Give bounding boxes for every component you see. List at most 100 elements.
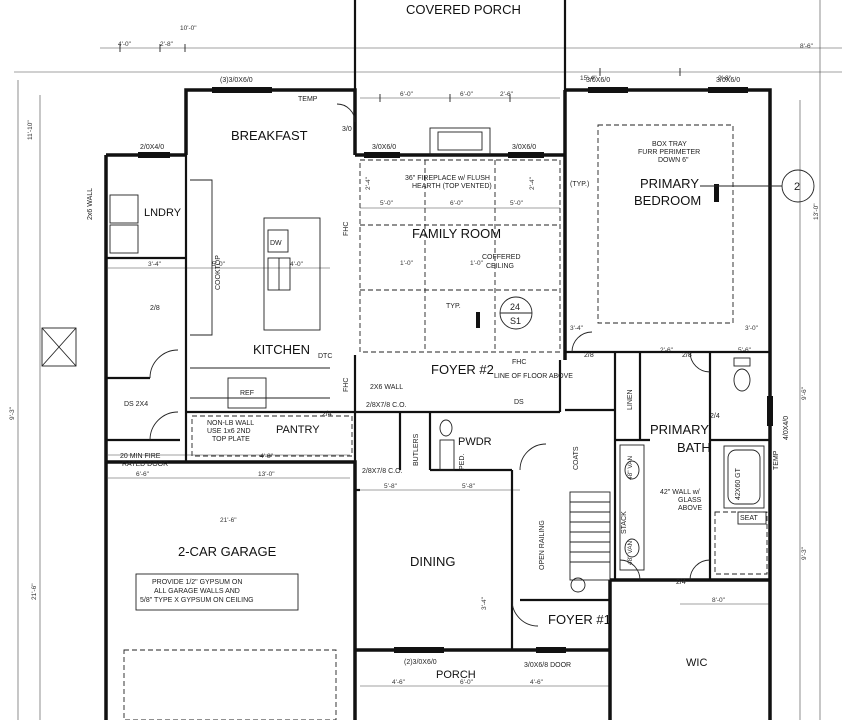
dim-label: 5'-8" [384, 483, 398, 490]
dim-label: 4'-0" [118, 41, 132, 48]
note-garage-2: ALL GARAGE WALLS AND [154, 588, 240, 595]
note-tub: 42X60 GT [735, 467, 742, 500]
note-door-2-4c: 2/4 [710, 413, 720, 420]
dim-label: 2'-8" [718, 75, 732, 82]
note-section-num: 24 [510, 302, 520, 312]
dim-label: 5'-8" [462, 483, 476, 490]
note-typ-2: (TYP.) [570, 181, 589, 188]
note-box-tray-2: FURR PERIMETER [638, 149, 700, 156]
dim-label: 11'-10" [27, 120, 34, 140]
interior-walls [106, 155, 770, 650]
note-fhc: FHC [512, 359, 526, 366]
dim-label: 4'-8" [260, 453, 274, 460]
dim-label: 3'-4" [148, 261, 162, 268]
dim-label: 5'-0" [212, 261, 226, 268]
dim-label: 4'-6" [392, 679, 406, 686]
note-temp-2: TEMP [773, 450, 780, 470]
dim-label: 15'-4" [580, 75, 597, 82]
note-window-bath: 4/0X4/0 [783, 416, 790, 440]
note-callout: 2 [794, 181, 800, 193]
note-fireplace-2: HEARTH (TOP VENTED) [412, 183, 492, 190]
dim-label: 2'-6" [500, 91, 514, 98]
room-labels: COVERED PORCH BREAKFAST PRIMARY BEDROOM … [144, 2, 711, 681]
note-garage: PROVIDE 1/2" GYPSUM ON [152, 579, 242, 586]
dim-label: 9'-6" [801, 386, 808, 400]
exterior-walls [104, 0, 772, 720]
room-label-family-room: FAMILY ROOM [412, 226, 501, 241]
note-cooktop: COOKTOP [215, 255, 222, 290]
note-porch-door: 3/0X6/8 DOOR [524, 662, 571, 669]
note-non-lb: NON-LB WALL [207, 420, 254, 427]
dim-label: 2'-6" [660, 347, 674, 354]
dim-label: 1'-0" [470, 260, 484, 267]
note-window-lndry: 2/0X4/0 [140, 144, 164, 151]
note-glass: 42" WALL w/ [660, 489, 700, 496]
note-ds-2x4: DS 2X4 [124, 401, 148, 408]
note-2x6-wall: 2x6 WALL [87, 188, 94, 220]
room-label-primary-bath-2: BATH [677, 440, 711, 455]
dimension-labels: 4'-0" 2'-8" 6'-0" 6'-0" 2'-6" 5'-0" 6'-0… [9, 25, 820, 686]
dim-label: 3'-0" [745, 325, 759, 332]
room-label-primary-bath: PRIMARY [650, 422, 709, 437]
note-ped: PED. [459, 454, 466, 470]
note-door-2-8b: 2/8 [682, 352, 692, 359]
note-non-lb-2: USE 1x6 2ND [207, 428, 251, 435]
note-2x6-wall-2: 2X6 WALL [370, 384, 403, 391]
annotation-notes: 36" FIREPLACE w/ FLUSH HEARTH (TOP VENTE… [87, 77, 800, 669]
dim-label: 21'-6" [31, 583, 38, 600]
note-door-2-4: 2/4 [322, 411, 332, 418]
room-label-porch: PORCH [436, 669, 476, 681]
note-fire-door: 20 MIN FIRE [120, 453, 161, 460]
note-dw: DW [270, 240, 282, 247]
dim-label: 5'-6" [738, 347, 752, 354]
note-window-top: (3)3/0X6/0 [220, 77, 253, 84]
dim-label: 9'-3" [801, 546, 808, 560]
dim-label: 10'-0" [180, 25, 197, 32]
dim-label: 6'-0" [400, 91, 414, 98]
dim-label: 4'-6" [530, 679, 544, 686]
note-door-3-0: 3/0 [342, 126, 352, 133]
dim-label: 5'-0" [510, 200, 524, 207]
room-label-kitchen: KITCHEN [253, 342, 310, 357]
fixtures [41, 103, 815, 720]
note-door-2-8: 2/8 [584, 352, 594, 359]
dim-label: 6'-0" [450, 200, 464, 207]
dim-label: 21'-6" [220, 517, 237, 524]
room-label-pantry: PANTRY [276, 424, 320, 436]
note-temp: TEMP [298, 96, 318, 103]
note-coats: COATS [573, 446, 580, 470]
note-section-den: S1 [510, 316, 521, 326]
dim-label: 6'-0" [460, 91, 474, 98]
note-co: 2/8X7/8 C.O. [366, 402, 407, 409]
dim-label: 9'-3" [9, 406, 16, 420]
dim-label: 6'-6" [136, 471, 150, 478]
room-label-dining: DINING [410, 554, 456, 569]
dim-label: 2'-4" [529, 176, 536, 190]
note-window-fr-r: 3/0X6/0 [512, 144, 536, 151]
note-co-2: 2/8X7/8 C.O. [362, 468, 403, 475]
note-fhc-3: FHC [343, 378, 350, 392]
note-window-bed-r: 3/0X6/0 [716, 77, 740, 84]
note-linen: LINEN [627, 389, 634, 410]
room-label-wic: WIC [686, 657, 707, 669]
note-fire-door-2: RATED DOOR [122, 461, 168, 468]
note-ref: REF [240, 390, 254, 397]
room-label-covered-porch: COVERED PORCH [406, 2, 521, 17]
room-label-foyer-2: FOYER #2 [431, 362, 494, 377]
dim-label: 2'-8" [160, 41, 174, 48]
note-porch-window: (2)3/0X6/0 [404, 659, 437, 666]
note-dtc: DTC [318, 353, 332, 360]
note-coffered: COFFERED [482, 254, 521, 261]
dim-label: 8'-0" [712, 597, 726, 604]
note-box-tray: BOX TRAY [652, 141, 687, 148]
room-label-garage: 2-CAR GARAGE [178, 544, 277, 559]
note-ds: DS [514, 399, 524, 406]
room-label-breakfast: BREAKFAST [231, 128, 308, 143]
dim-label: 5'-0" [380, 200, 394, 207]
note-stack: STACK [621, 511, 628, 534]
note-door-2-4b: 2/4 [676, 579, 686, 586]
note-window-fr-l: 3/0X6/0 [372, 144, 396, 151]
note-butlers: BUTLERS [413, 433, 420, 466]
note-window-bed: 3/0X6/0 [586, 77, 610, 84]
